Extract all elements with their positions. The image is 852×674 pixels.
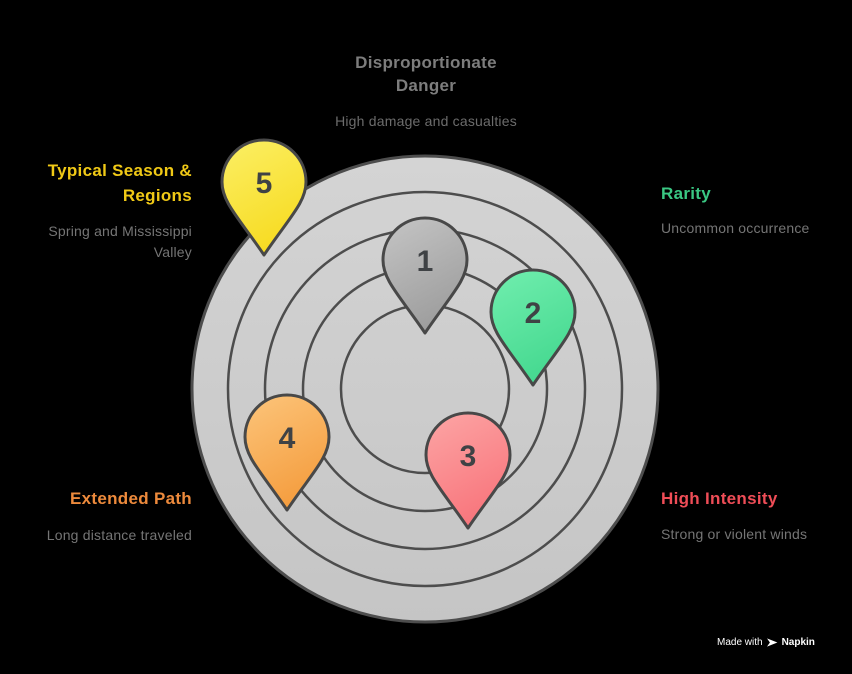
pin-number: 5 [256, 167, 273, 200]
pin-shape [381, 216, 469, 335]
pin-shape [424, 411, 512, 530]
callout-desc-extended-path: Long distance traveled [46, 527, 192, 543]
pin-number: 4 [279, 422, 296, 455]
pin-shape [489, 268, 577, 387]
callout-heading-typical-season: Typical Season & Regions [47, 161, 192, 205]
pin-number: 1 [417, 245, 434, 278]
watermark-prefix: Made with [717, 637, 763, 648]
pin-shape [243, 393, 331, 512]
map-pin-3: 3 [424, 411, 512, 530]
napkin-logo-icon [766, 638, 777, 647]
pin-shape [220, 138, 308, 257]
made-with-napkin-watermark[interactable]: Made with Napkin [717, 637, 815, 648]
watermark-brand: Napkin [781, 637, 815, 648]
callout-desc-high-intensity: Strong or violent winds [661, 526, 808, 542]
callout-heading-rarity: Rarity [661, 184, 711, 203]
pin-number: 3 [460, 440, 477, 473]
diagram-title: Disproportionate Danger [0, 51, 852, 97]
title-line-1: Disproportionate [355, 53, 497, 72]
map-pin-2: 2 [489, 268, 577, 387]
title-line-2: Danger [395, 76, 457, 95]
ring-2 [226, 190, 624, 588]
diagram-subtitle: High damage and casualties [335, 113, 517, 129]
callout-desc-rarity: Uncommon occurrence [661, 220, 810, 236]
map-pin-4: 4 [243, 393, 331, 512]
map-pin-5: 5 [220, 138, 308, 257]
map-pin-1: 1 [381, 216, 469, 335]
callout-heading-extended-path: Extended Path [70, 489, 192, 508]
callout-heading-high-intensity: High Intensity [661, 489, 778, 508]
callout-desc-typical-season: Spring and Mississippi Valley [48, 223, 192, 260]
pin-number: 2 [525, 297, 542, 330]
